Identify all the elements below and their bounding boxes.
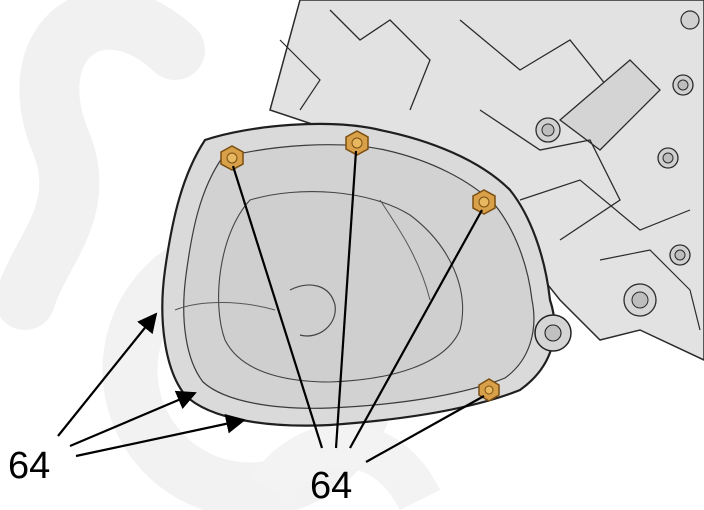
leader-line <box>334 150 358 449</box>
hex-bolt-icon <box>478 378 500 402</box>
end-cover <box>161 122 572 427</box>
leader-line <box>365 395 485 463</box>
callout-label-left: 64 <box>8 445 50 487</box>
bolt-leader-lines <box>231 150 485 463</box>
leader-arrow-icon <box>69 390 197 448</box>
housing-bosses <box>535 10 700 317</box>
edge-arrows <box>57 312 246 458</box>
leader-line <box>231 165 324 449</box>
cover-bolts <box>220 130 500 402</box>
leader-line <box>349 209 483 449</box>
leader-arrow-icon <box>75 414 246 458</box>
hex-bolt-icon <box>345 130 369 156</box>
callout-label-bottom: 64 <box>310 465 352 507</box>
hex-bolt-icon <box>220 145 244 171</box>
leader-arrow-icon <box>57 312 158 437</box>
hex-bolt-icon <box>472 189 496 215</box>
